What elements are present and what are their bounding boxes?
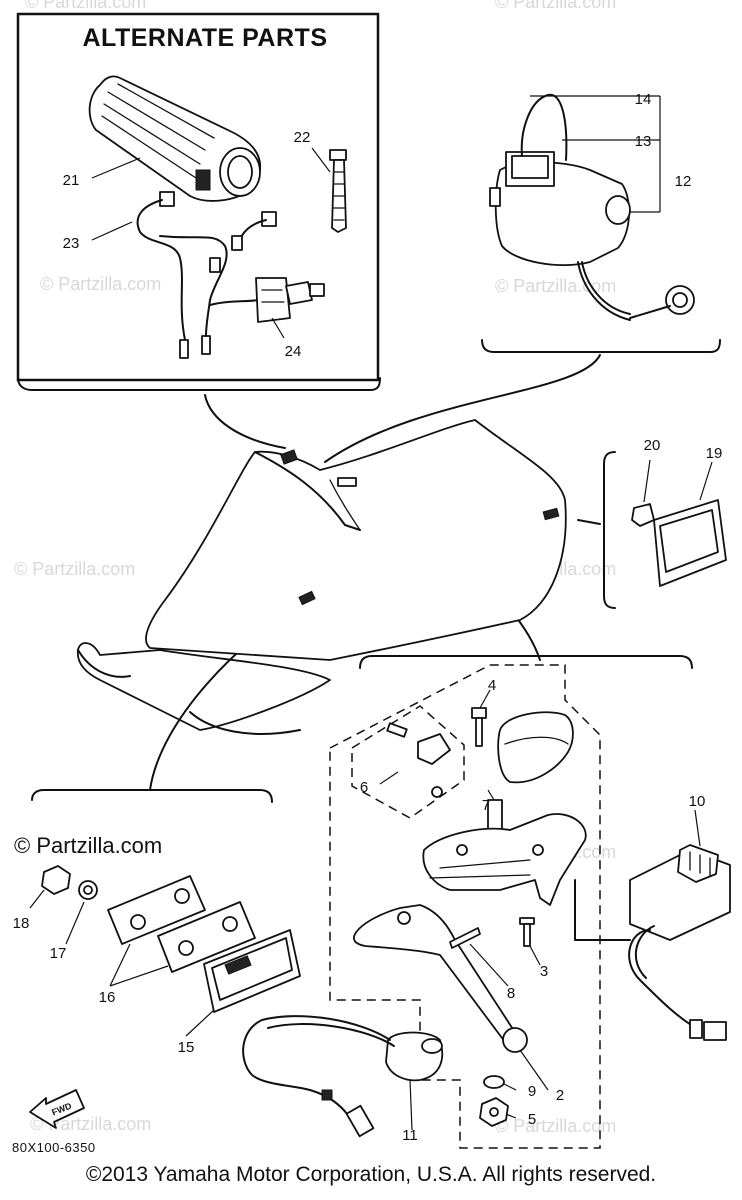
callout-22: 22 bbox=[294, 129, 311, 146]
callout-17: 17 bbox=[50, 945, 67, 962]
callout-8: 8 bbox=[507, 985, 515, 1002]
callout-18: 18 bbox=[13, 915, 30, 932]
callout-20: 20 bbox=[644, 437, 661, 454]
copyright-notice: ©2013 Yamaha Motor Corporation, U.S.A. A… bbox=[85, 1163, 657, 1186]
callout-23: 23 bbox=[63, 235, 80, 252]
callout-24: 24 bbox=[285, 343, 302, 360]
watermark: © Partzilla.com bbox=[495, 0, 616, 12]
rear-reflector-group bbox=[29, 789, 301, 1129]
watermark: © Partzilla.com bbox=[495, 1116, 616, 1136]
callout-3: 3 bbox=[540, 963, 548, 980]
brake-lever-assembly bbox=[242, 655, 731, 1149]
callout-11: 11 bbox=[402, 1127, 418, 1144]
handlebar-switch-assembly bbox=[481, 93, 721, 353]
side-reflector-group bbox=[603, 451, 727, 609]
cable-tie bbox=[329, 149, 347, 233]
watermark: © Partzilla.com bbox=[40, 274, 161, 294]
callout-10: 10 bbox=[689, 793, 706, 810]
alternate-parts-title: ALTERNATE PARTS bbox=[82, 24, 328, 52]
callout-2: 2 bbox=[556, 1087, 564, 1104]
callout-5: 5 bbox=[528, 1111, 536, 1128]
callout-13: 13 bbox=[635, 133, 652, 150]
snowmobile-hood bbox=[77, 419, 567, 735]
wire-harness bbox=[136, 191, 277, 359]
partzilla-credit: © Partzilla.com bbox=[14, 833, 163, 858]
callout-4: 4 bbox=[488, 677, 496, 694]
watermark: © Partzilla.com bbox=[495, 276, 616, 296]
callout-14: 14 bbox=[635, 91, 652, 108]
watermark: © Partzilla.com bbox=[14, 559, 135, 579]
callout-16: 16 bbox=[99, 989, 116, 1006]
switch bbox=[255, 277, 325, 323]
callout-12: 12 bbox=[675, 173, 692, 190]
callout-19: 19 bbox=[706, 445, 723, 462]
callout-6: 6 bbox=[360, 779, 368, 796]
heated-grip bbox=[88, 75, 261, 202]
watermark: © Partzilla.com bbox=[25, 0, 146, 12]
callout-15: 15 bbox=[178, 1039, 195, 1056]
callout-7: 7 bbox=[482, 797, 490, 814]
callout-21: 21 bbox=[63, 172, 80, 189]
diagram-code: 80X100-6350 bbox=[12, 1140, 96, 1155]
alternate-parts-box bbox=[16, 12, 380, 382]
callout-9: 9 bbox=[528, 1083, 536, 1100]
